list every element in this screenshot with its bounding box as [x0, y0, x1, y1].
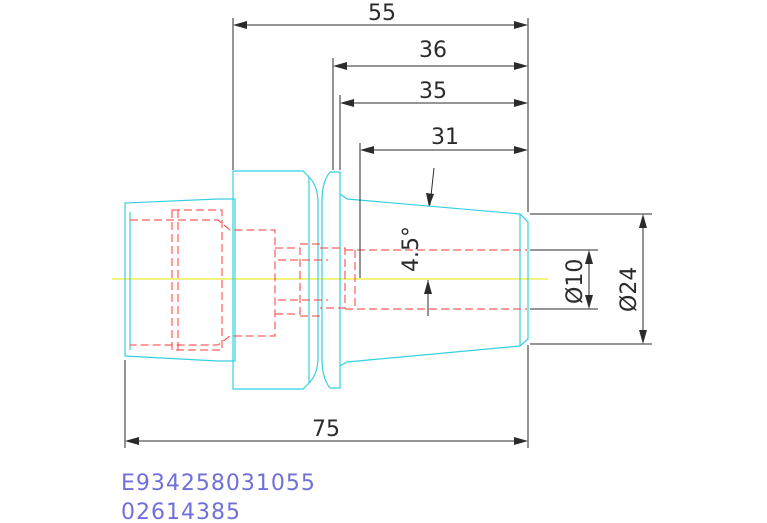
nose-outline — [339, 193, 529, 367]
thread-lines — [278, 243, 328, 317]
dim-label-35: 35 — [419, 79, 447, 104]
part-code-primary: E934258031055 — [121, 471, 316, 496]
dimension-31: 31 — [359, 125, 528, 278]
dimension-35: 35 — [339, 79, 528, 170]
front-bore — [345, 249, 527, 310]
dimension-shank-diameter: Ø24 — [530, 213, 652, 345]
coolant-pocket — [320, 247, 346, 309]
dim-label-75: 75 — [312, 417, 340, 442]
dim-label-36: 36 — [419, 38, 447, 63]
flange-outline — [232, 170, 310, 390]
part-outline — [124, 170, 529, 390]
dim-label-shank-diameter: Ø24 — [617, 267, 642, 312]
dim-label-55: 55 — [368, 1, 396, 26]
hidden-features — [130, 209, 527, 351]
dim-label-31: 31 — [431, 125, 459, 150]
dim-label-angle: 4.5° — [399, 226, 424, 272]
dim-label-bore-diameter: Ø10 — [563, 259, 588, 304]
dimension-bore-diameter: Ø10 — [530, 249, 598, 310]
rear-counterbore — [171, 209, 223, 351]
groove-outline — [308, 176, 319, 384]
dimension-36: 36 — [332, 38, 528, 170]
dimension-angle: 4.5° — [399, 167, 435, 316]
collar-outline — [330, 171, 341, 389]
pull-stud-thread — [275, 247, 301, 315]
dimension-75: 75 — [124, 345, 529, 448]
shank-outline — [124, 198, 236, 362]
rear-bore — [130, 219, 276, 346]
part-code-secondary: 02614385 — [121, 500, 241, 523]
groove-right-outline — [321, 171, 331, 389]
dimension-55: 55 — [232, 1, 529, 212]
